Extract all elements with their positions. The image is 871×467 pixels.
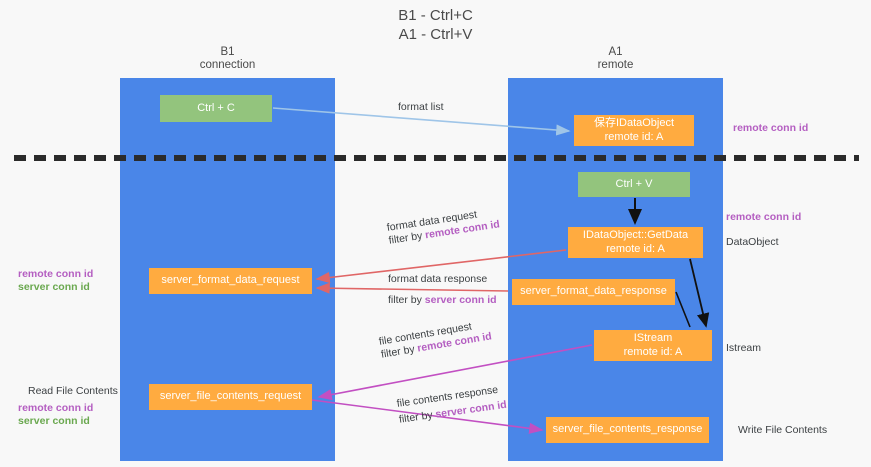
node-ctrl-v-label: Ctrl + V <box>615 177 653 190</box>
lane-header-a1: A1 remote <box>508 46 723 72</box>
lane-header-b1-subtitle: connection <box>199 59 256 71</box>
node-server-file-contents-request-label: server_file_contents_request <box>159 390 302 403</box>
diagram-title-line1: B1 - Ctrl+C <box>398 7 473 24</box>
edge-label-format-data-response: format data response filter by server co… <box>388 273 497 307</box>
edge-label-format-data-response-text: format data response <box>388 273 488 285</box>
annotation-remote-conn-id-mid: remote conn id <box>726 211 802 223</box>
annotation-left-remote-conn-id-bottom: remote conn id <box>18 402 94 414</box>
edge-label-format-data-response-filter: filter by server conn id <box>388 294 497 307</box>
filter-key-server-conn-id: server conn id <box>424 294 497 306</box>
node-idataobject-getdata[interactable]: IDataObject::GetData remote id: A <box>568 227 703 258</box>
lane-header-a1-subtitle: remote <box>597 59 634 71</box>
node-server-file-contents-request[interactable]: server_file_contents_request <box>149 384 312 410</box>
node-idataobject-getdata-line1: IDataObject::GetData <box>582 229 689 241</box>
node-istream-line1: IStream <box>633 332 673 344</box>
annotation-left-conn-ids-mid: remote conn id server conn id <box>18 268 93 294</box>
annotation-remote-conn-id-top: remote conn id <box>733 122 809 134</box>
lane-header-a1-title: A1 <box>608 46 623 58</box>
arrow-format-data-response <box>315 282 509 294</box>
edge-label-format-list-text: format list <box>398 101 444 113</box>
annotation-dataobject: DataObject <box>726 236 779 248</box>
phase-divider <box>14 155 859 161</box>
node-ctrl-v[interactable]: Ctrl + V <box>578 172 690 197</box>
annotation-left-server-conn-id-mid: server conn id <box>18 281 90 293</box>
node-idataobject-getdata-line2: remote id: A <box>606 242 665 255</box>
annotation-write-file-contents: Write File Contents <box>738 424 828 436</box>
edge-label-format-list: format list <box>398 101 444 114</box>
arrow-response-to-istream <box>675 291 691 328</box>
filter-prefix: filter by <box>388 294 425 306</box>
arrow-getdata-to-istream <box>689 258 710 328</box>
annotation-istream: Istream <box>726 342 762 354</box>
annotation-left-server-conn-id-bottom: server conn id <box>18 415 90 427</box>
diagram-title: B1 - Ctrl+C A1 - Ctrl+V <box>0 6 871 44</box>
lane-header-b1-title: B1 <box>220 46 235 58</box>
arrow-format-data-request <box>315 249 567 284</box>
lane-header-b1: B1 connection <box>120 46 335 72</box>
node-server-format-data-request[interactable]: server_format_data_request <box>149 268 312 294</box>
annotation-read-file-contents: Read File Contents <box>28 385 118 397</box>
arrow-format-list <box>272 107 571 136</box>
node-istream-line2: remote id: A <box>623 345 683 358</box>
node-server-format-data-response[interactable]: server_format_data_response <box>512 279 675 305</box>
node-server-format-data-request-label: server_format_data_request <box>161 274 300 287</box>
arrow-file-contents-response <box>311 399 544 434</box>
node-server-file-contents-response-label: server_file_contents_response <box>552 423 703 436</box>
node-ctrl-c-label: Ctrl + C <box>197 101 235 114</box>
node-server-file-contents-response[interactable]: server_file_contents_response <box>546 417 709 443</box>
diagram-title-line2: A1 - Ctrl+V <box>398 26 473 43</box>
node-istream[interactable]: IStream remote id: A <box>594 330 712 361</box>
node-save-idataobject-line1: 保存IDataObject <box>593 117 675 129</box>
annotation-left-remote-conn-id-mid: remote conn id <box>18 268 94 280</box>
annotation-left-conn-ids-bottom: remote conn id server conn id <box>18 402 93 428</box>
node-server-format-data-response-label: server_format_data_response <box>520 285 667 298</box>
arrow-file-contents-request <box>317 344 593 401</box>
node-save-idataobject[interactable]: 保存IDataObject remote id: A <box>574 115 694 146</box>
node-save-idataobject-line2: remote id: A <box>604 130 664 143</box>
node-ctrl-c[interactable]: Ctrl + C <box>160 95 272 122</box>
